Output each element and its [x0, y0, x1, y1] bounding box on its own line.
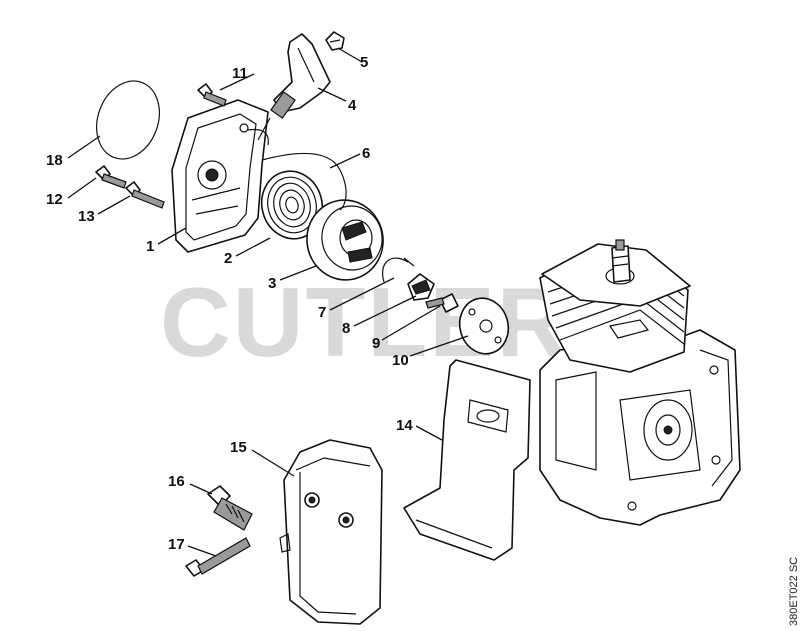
- callout-8: 8: [342, 320, 350, 337]
- part-6-starter-rope: [247, 128, 347, 211]
- part-7-spring-clip: [382, 257, 415, 283]
- callout-11: 11: [232, 65, 248, 82]
- callout-15: 15: [230, 439, 247, 456]
- callout-5: 5: [360, 54, 368, 71]
- part-9-screw: [425, 293, 459, 313]
- part-18-o-ring: [96, 80, 160, 160]
- callout-12: 12: [46, 191, 63, 208]
- part-3-rope-rotor: [306, 199, 384, 281]
- part-2-rewind-spring: [260, 170, 324, 240]
- part-13-long-screw: [125, 181, 165, 209]
- part-16-spark-arrestor: [207, 485, 253, 531]
- callout-10: 10: [392, 352, 409, 369]
- callout-9: 9: [372, 335, 380, 352]
- drawing-code: 380ET022 SC: [788, 557, 800, 626]
- part-8-pawl: [407, 273, 435, 301]
- part-15-muffler: [279, 439, 383, 625]
- leader-lines: [67, 47, 469, 557]
- callout-7: 7: [318, 304, 326, 321]
- part-12-screw: [95, 165, 127, 189]
- part-1-fan-housing: [171, 99, 269, 253]
- callout-labels: 11 5 4 6 18 12 13 1 2 3 7 8 9 10 14 15 1…: [46, 54, 413, 553]
- part-17-long-bolt: [185, 537, 251, 577]
- callout-17: 17: [168, 536, 185, 553]
- callout-13: 13: [78, 208, 95, 225]
- callout-16: 16: [168, 473, 185, 490]
- callout-3: 3: [268, 275, 276, 292]
- part-4-starter-grip: [257, 33, 331, 141]
- callout-6: 6: [362, 145, 370, 162]
- engine-assembly: [539, 239, 741, 526]
- callout-18: 18: [46, 152, 63, 169]
- part-14-heat-shield: [403, 359, 531, 561]
- part-11-screw: [197, 83, 227, 107]
- part-10-washer: [458, 297, 510, 355]
- callout-2: 2: [224, 250, 232, 267]
- part-5-cap: [325, 31, 345, 51]
- callout-1: 1: [146, 238, 154, 255]
- callout-14: 14: [396, 417, 413, 434]
- callout-4: 4: [348, 97, 357, 114]
